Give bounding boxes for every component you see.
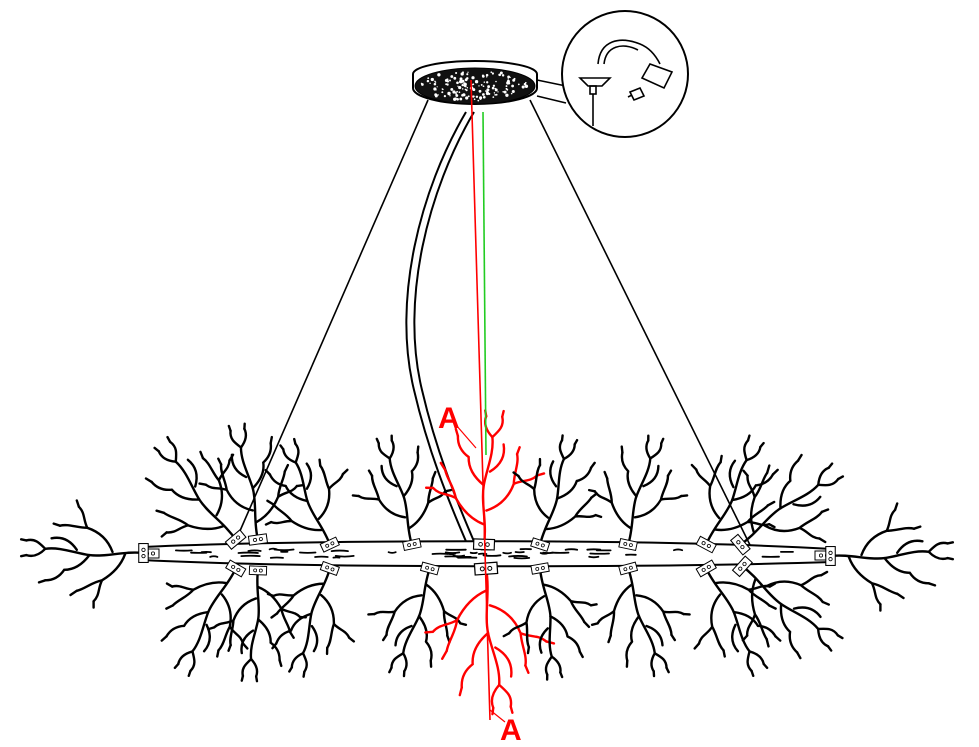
power-cord — [405, 111, 477, 547]
branch-clip — [247, 533, 268, 546]
suspension-cables — [235, 99, 751, 546]
branch-arm — [341, 424, 462, 557]
branch-arm — [354, 554, 479, 690]
right-cable — [529, 99, 751, 546]
branch-arm — [579, 554, 704, 690]
branch-arm — [578, 424, 699, 557]
canopy-mount-detail — [536, 10, 689, 138]
branch-arm — [825, 502, 955, 612]
section-marker-top: A — [438, 402, 460, 435]
branch-clip — [138, 543, 149, 563]
branch-clip — [825, 546, 836, 566]
canopy-mount-detail-icon — [561, 10, 689, 138]
branch-clip — [248, 565, 268, 576]
marker-leader-top — [455, 424, 477, 449]
left-cable — [235, 99, 429, 541]
section-line-red — [470, 79, 491, 721]
branch-arm — [191, 415, 311, 549]
ceiling-canopy — [412, 60, 538, 105]
section-marker-bottom: A — [500, 714, 522, 747]
marker-leader-bottom — [489, 709, 506, 723]
section-line-green — [482, 111, 487, 456]
section-highlight — [455, 79, 506, 723]
branch-arm — [19, 499, 149, 609]
